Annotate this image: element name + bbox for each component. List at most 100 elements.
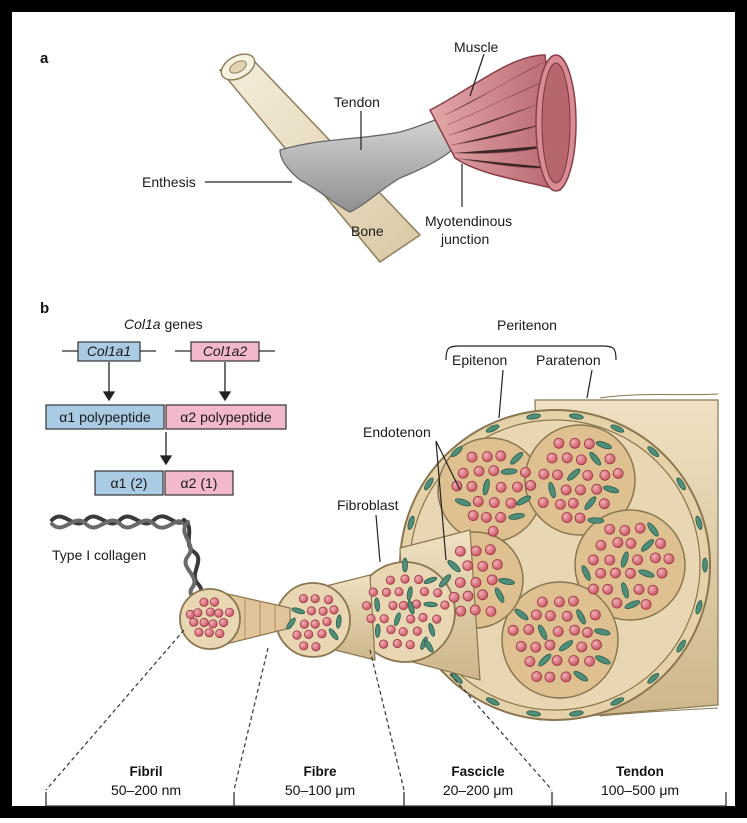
collagen-fibril-dot xyxy=(547,453,557,463)
panel-a-label: a xyxy=(40,50,49,67)
collagen-fibril-dot xyxy=(389,601,397,609)
collagen-fibril-dot xyxy=(561,672,571,682)
collagen-fibril-dot xyxy=(585,656,595,666)
myotendinous-label-line2: junction xyxy=(440,231,489,247)
collagen-fibril-dot xyxy=(415,575,423,583)
collagen-fibril-dot xyxy=(215,609,223,617)
collagen-fibril-dot xyxy=(406,640,414,648)
collagen-fibril-dot xyxy=(496,451,506,461)
scale-fibril-name: Fibril xyxy=(130,764,163,779)
collagen-fibril-dot xyxy=(620,525,630,535)
collagen-fibril-dot xyxy=(553,470,563,480)
collagen-fibril-dot xyxy=(463,591,473,601)
collagen-fibril-dot xyxy=(311,594,319,602)
collagen-fibril-dot xyxy=(219,618,227,626)
collagen-fibril-dot xyxy=(576,485,586,495)
collagen-fibril-dot xyxy=(603,584,613,594)
collagen-fibril-dot xyxy=(496,512,506,522)
collagen-fibril-dot xyxy=(538,498,548,508)
enthesis-label: Enthesis xyxy=(142,174,196,190)
collagen-fibril-dot xyxy=(562,453,572,463)
collagen-fibril-dot xyxy=(582,627,592,637)
collagen-fibril-dot xyxy=(225,608,233,616)
collagen-fibril-dot xyxy=(545,672,555,682)
collagen-fibril-dot xyxy=(216,629,224,637)
collagen-fibril-dot xyxy=(206,608,214,616)
epitenon-fibroblast xyxy=(703,558,708,572)
collagen-fibril-dot xyxy=(612,598,622,608)
type1-collagen-label: Type I collagen xyxy=(52,547,146,563)
collagen-fibril-dot xyxy=(570,625,580,635)
collagen-fibril-dot xyxy=(525,657,535,667)
scale-fibre-range: 50–100 μm xyxy=(285,782,355,798)
collagen-fibril-dot xyxy=(577,642,587,652)
collagen-fibril-dot xyxy=(562,611,572,621)
paratenon-label: Paratenon xyxy=(536,352,601,368)
scale-fibre-name: Fibre xyxy=(303,764,336,779)
collagen-fibril-dot xyxy=(496,482,506,492)
collagen-fibril-dot xyxy=(318,629,326,637)
collagen-fibril-dot xyxy=(304,630,312,638)
collagen-fibril-dot xyxy=(473,496,483,506)
collagen-fibril-dot xyxy=(312,643,320,651)
collagen-fibril-dot xyxy=(568,498,578,508)
collagen-fibril-dot xyxy=(526,481,536,491)
collagen-fibril-dot xyxy=(434,589,442,597)
collagen-fibril-dot xyxy=(562,513,572,523)
collagen-fibril-dot xyxy=(324,596,332,604)
collagen-fibril-dot xyxy=(545,611,555,621)
collagen-fibril-dot xyxy=(482,452,492,462)
tendon-label: Tendon xyxy=(334,94,380,110)
collagen-fibril-dot xyxy=(531,642,541,652)
collagen-fibril-dot xyxy=(648,585,658,595)
collagen-fibril-dot xyxy=(554,438,564,448)
collagen-fibril-dot xyxy=(379,640,387,648)
collagen-fibril-dot xyxy=(537,597,547,607)
genes-title-italic: Col1a xyxy=(124,316,161,332)
collagen-fibril-dot xyxy=(590,610,600,620)
collagen-fibril-dot xyxy=(508,625,518,635)
collagen-fibril-dot xyxy=(524,625,534,635)
collagen-fibril-dot xyxy=(406,615,414,623)
collagen-fibril-dot xyxy=(323,617,331,625)
collagen-fibril-dot xyxy=(478,561,488,571)
collagen-fibril-dot xyxy=(300,620,308,628)
collagen-fibril-dot xyxy=(610,568,620,578)
collagen-fibril-dot xyxy=(605,524,615,534)
collagen-fibril-dot xyxy=(471,546,481,556)
collagen-fibril-dot xyxy=(369,588,377,596)
collagen-fibril-dot xyxy=(596,540,606,550)
collagen-fibril-dot xyxy=(600,470,610,480)
epitenon-fibroblast xyxy=(403,558,408,572)
gene2-label: Col1a2 xyxy=(203,343,248,359)
collagen-fibril-dot xyxy=(554,597,564,607)
collagen-fibril-dot xyxy=(307,607,315,615)
collagen-fibril-dot xyxy=(599,499,609,509)
collagen-fibril-dot xyxy=(605,454,615,464)
scale-fascicle-name: Fascicle xyxy=(451,764,505,779)
collagen-fibril-dot xyxy=(433,615,441,623)
collagen-fibril-dot xyxy=(319,607,327,615)
scale-tendon-name: Tendon xyxy=(616,764,664,779)
collagen-fibril-dot xyxy=(449,592,459,602)
collagen-fibril-dot xyxy=(382,588,390,596)
collagen-fibril-dot xyxy=(588,555,598,565)
collagen-fibril-dot xyxy=(455,577,465,587)
collagen-fibril-dot xyxy=(635,523,645,533)
alpha2-polypeptide-label: α2 polypeptide xyxy=(180,409,272,425)
collagen-fibril-dot xyxy=(626,568,636,578)
collagen-fibril-dot xyxy=(553,626,563,636)
collagen-fibril-dot xyxy=(420,587,428,595)
scale-tendon-range: 100–500 μm xyxy=(601,782,679,798)
alpha1-polypeptide-label: α1 polypeptide xyxy=(59,409,151,425)
collagen-fibril-dot xyxy=(470,605,480,615)
collagen-fibril-dot xyxy=(568,596,578,606)
collagen-fibril-dot xyxy=(399,601,407,609)
panel-b-label: b xyxy=(40,300,49,317)
collagen-fibril-dot xyxy=(293,631,301,639)
collagen-fibril-dot xyxy=(605,555,615,565)
collagen-fibril-dot xyxy=(387,625,395,633)
alpha2-chain-label: α2 (1) xyxy=(181,475,218,491)
